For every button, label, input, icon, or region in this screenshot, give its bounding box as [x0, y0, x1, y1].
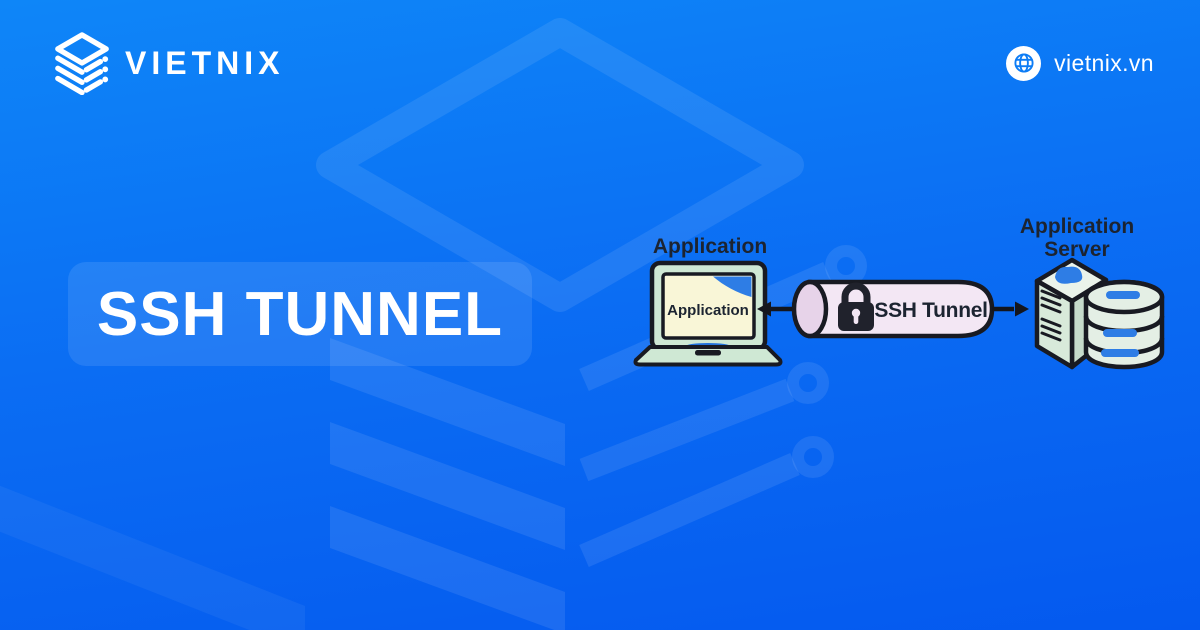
globe-badge — [1006, 45, 1042, 81]
vietnix-logo-icon — [55, 32, 109, 95]
globe-icon — [1014, 53, 1034, 73]
site-domain: vietnix.vn — [1054, 49, 1154, 76]
watermark-corner-band — [0, 485, 305, 630]
title-box: SSH TUNNEL — [68, 262, 532, 366]
brand-name: VIETNIX — [125, 44, 285, 81]
watermark-circuit-traces — [579, 262, 833, 567]
header: VIETNIX vietnix.vn — [52, 30, 1154, 96]
brand-logo: VIETNIX — [52, 31, 284, 95]
watermark-circuit-dots — [787, 245, 867, 478]
watermark-diamond — [316, 18, 804, 312]
page-title: SSH TUNNEL — [96, 279, 504, 349]
watermark-left-bands — [330, 338, 565, 630]
site-badge: vietnix.vn — [1006, 45, 1154, 81]
